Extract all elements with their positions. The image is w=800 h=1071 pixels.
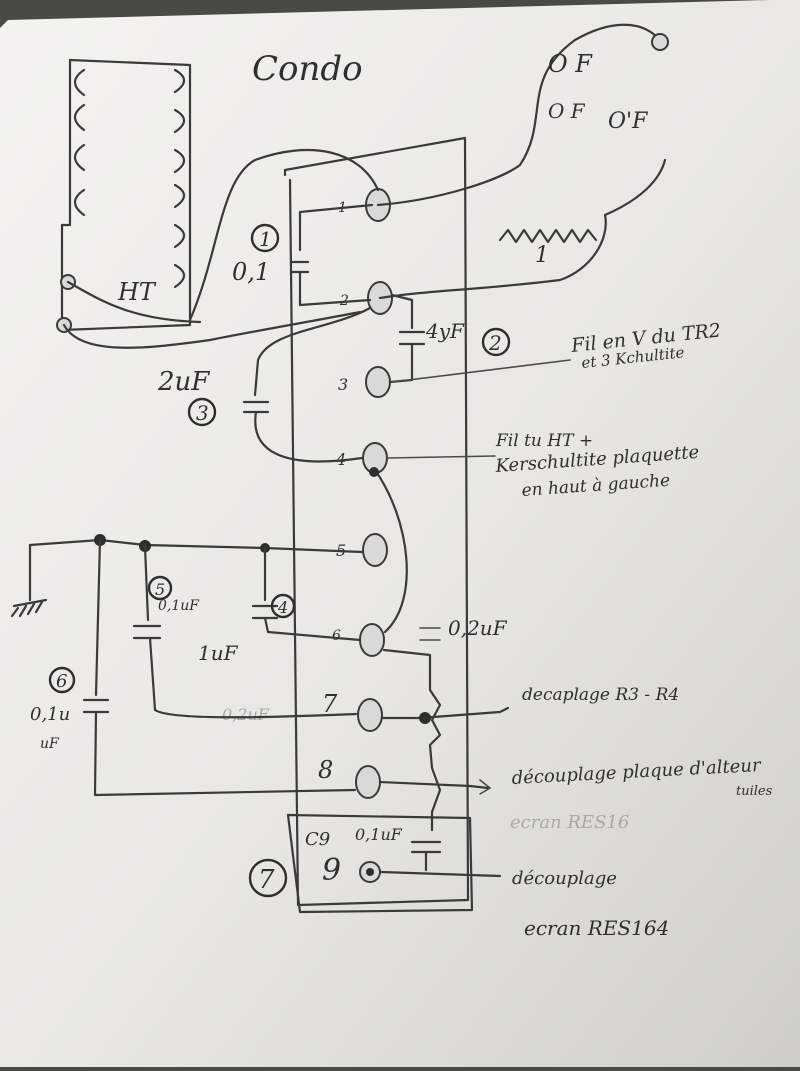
capacitor-4: 1uF (198, 546, 362, 665)
capacitor-2: 4yF (388, 293, 465, 384)
svg-text:0,1uF: 0,1uF (355, 825, 403, 844)
label-of-3: O'F (608, 109, 648, 134)
svg-text:7: 7 (322, 690, 338, 718)
terminal-8 (355, 765, 381, 799)
wiring-middle: 0,2uF 0,2uF (222, 467, 510, 832)
terminal-3 (365, 366, 391, 398)
svg-text:3: 3 (196, 401, 209, 425)
svg-text:tuiles: tuiles (736, 784, 773, 799)
svg-text:6: 6 (56, 671, 67, 692)
svg-text:8: 8 (318, 756, 333, 784)
capacitor-1: 0,1 (232, 203, 374, 307)
svg-text:ecran RES164: ecran RES164 (524, 916, 669, 940)
svg-text:uF: uF (40, 736, 60, 752)
wiring-top: 1 O F O F O'F (188, 23, 669, 322)
terminal-5 (362, 533, 388, 567)
title: Condo (252, 49, 363, 89)
svg-text:4: 4 (277, 598, 288, 617)
svg-text:6: 6 (332, 628, 341, 644)
svg-text:0,1uF: 0,1uF (158, 598, 200, 614)
svg-text:2uF: 2uF (157, 367, 210, 397)
terminal-strip (283, 136, 474, 914)
svg-text:decaplage R3 - R4: decaplage R3 - R4 (522, 685, 679, 705)
label-of-2: O F (548, 99, 586, 123)
svg-text:0,2uF: 0,2uF (222, 705, 270, 724)
terminal-7 (357, 698, 383, 732)
svg-text:4yF: 4yF (425, 319, 465, 343)
svg-text:1: 1 (259, 227, 272, 251)
transformer-label: HT (117, 278, 157, 306)
resistor-label: 1 (535, 243, 549, 268)
leaders (387, 359, 571, 459)
svg-text:1uF: 1uF (198, 641, 239, 665)
svg-text:C9: C9 (305, 829, 330, 850)
svg-text:0,2uF: 0,2uF (448, 616, 508, 640)
svg-text:9: 9 (322, 853, 341, 888)
label-of-1: O F (548, 50, 593, 78)
svg-text:0,1: 0,1 (232, 258, 270, 286)
capacitor-5: 0,1uF (132, 544, 358, 719)
svg-text:Fil tu HT +: Fil tu HT + (495, 431, 593, 451)
capacitor-6: 0,1u uF (30, 538, 357, 797)
svg-text:7: 7 (258, 865, 275, 895)
svg-text:découplage: découplage (512, 868, 617, 889)
capacitor-3: 2uF (157, 306, 372, 463)
svg-text:ecran RES16: ecran RES16 (510, 812, 629, 833)
circled-numbers: 1 2 3 4 5 6 7 (48, 223, 511, 898)
svg-text:2: 2 (488, 331, 502, 355)
transformer: HT (56, 58, 362, 349)
capacitor-9: C9 0,1uF (305, 825, 502, 878)
svg-text:5: 5 (155, 580, 165, 599)
terminal-6 (359, 623, 385, 657)
svg-text:0,1u: 0,1u (30, 704, 70, 725)
svg-text:3: 3 (338, 375, 348, 394)
